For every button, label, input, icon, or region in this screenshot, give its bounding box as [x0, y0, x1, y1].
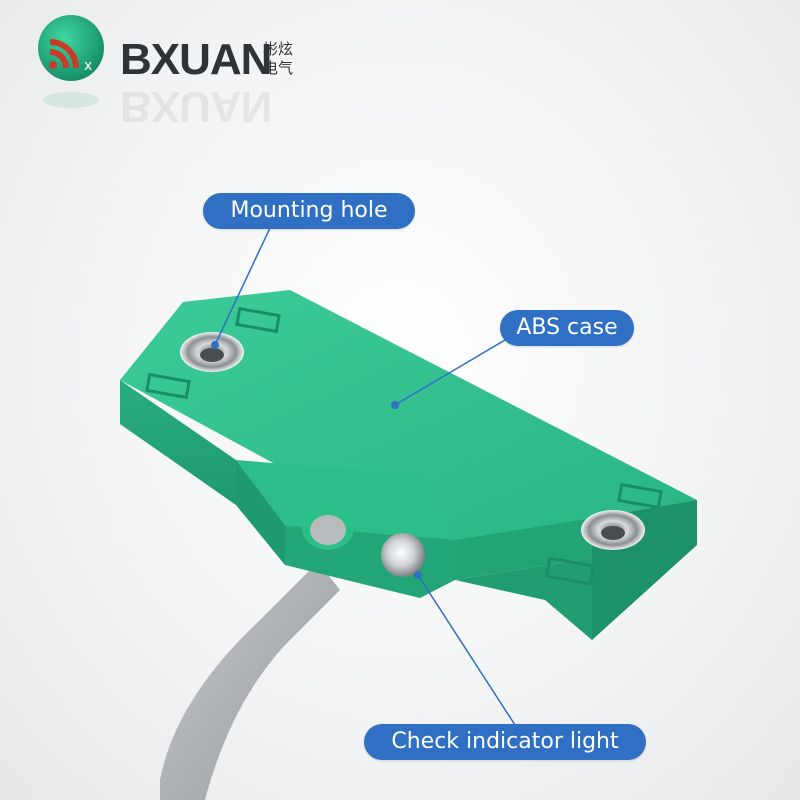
case-front-right: [455, 518, 592, 580]
leader-mounting-hole: [214, 227, 271, 346]
case-slots: [145, 306, 663, 586]
brand-chinese: 彬炫 电气: [263, 40, 299, 78]
leader-check-indicator: [417, 574, 516, 726]
brand-logo: x BXUAN BXUAN 彬炫 电气: [36, 12, 316, 131]
cable-boss-top: [236, 460, 455, 540]
callout-abs-case: ABS case: [500, 310, 634, 346]
brand-chinese-line2: 电气: [263, 59, 294, 77]
signal-wave-icon: x: [38, 15, 104, 108]
brand-name: BXUAN: [120, 35, 272, 84]
case-top-face: [120, 290, 697, 548]
cable-boss-side: [236, 460, 285, 565]
logo-letter: x: [84, 58, 92, 74]
callout-check-indicator-light: Check indicator light: [364, 724, 646, 760]
brand-chinese-line1: 彬炫: [263, 40, 294, 58]
indicator-light: [381, 533, 425, 577]
cable: [160, 562, 340, 800]
leader-abs-case: [394, 339, 506, 406]
callout-mounting-hole: Mounting hole: [203, 193, 415, 229]
case-front-left: [120, 380, 236, 505]
